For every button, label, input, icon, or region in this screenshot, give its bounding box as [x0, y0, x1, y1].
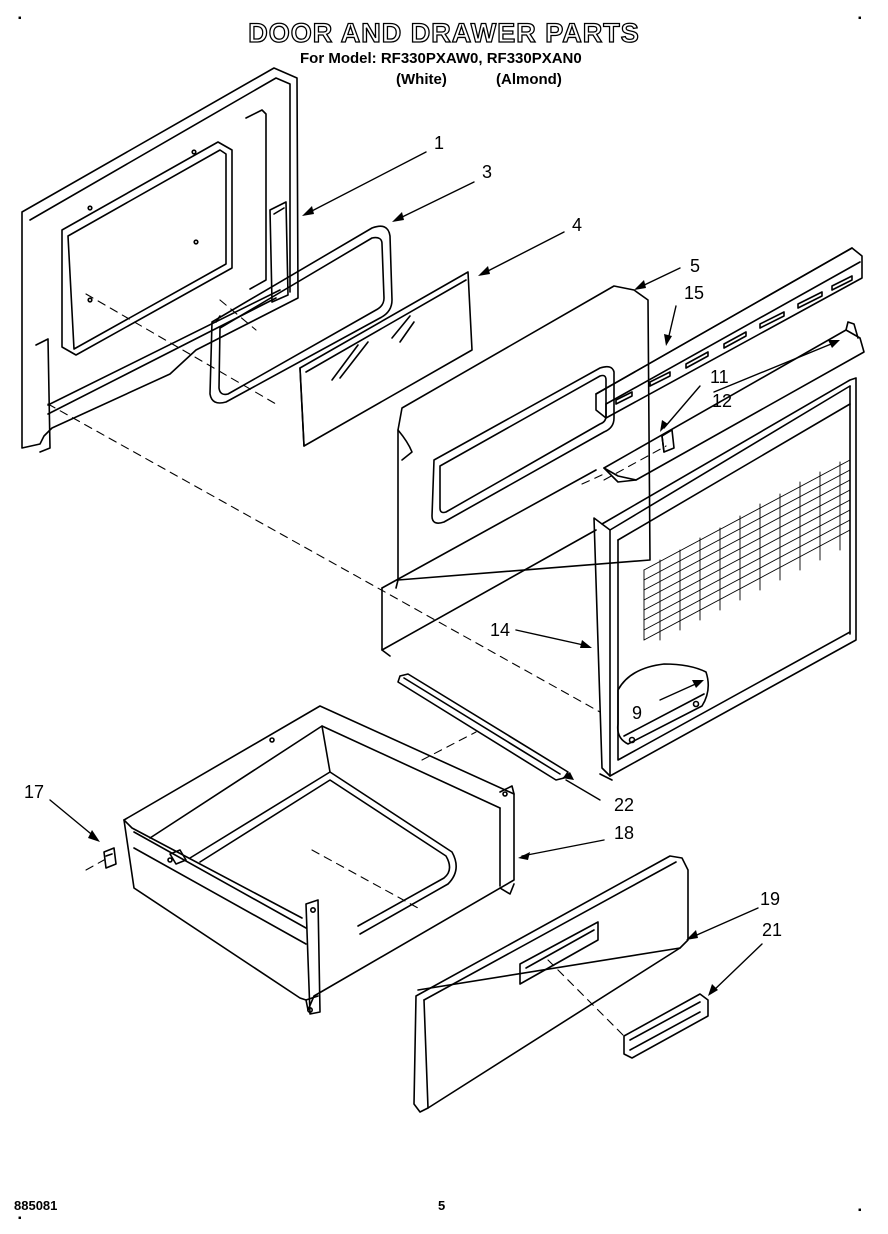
mesh-window	[643, 459, 851, 641]
variant-white: (White)	[396, 71, 447, 88]
inner-door-liner	[381, 285, 651, 657]
door-glass	[299, 271, 473, 447]
page-title: DOOR AND DRAWER PARTS	[248, 17, 640, 48]
callout-17: 17	[24, 782, 45, 802]
callout-5: 5	[690, 256, 701, 276]
outer-door-panel	[21, 67, 299, 453]
drawer-slide-rail	[397, 673, 569, 781]
drawer-stop	[103, 847, 117, 869]
variant-almond: (Almond)	[496, 71, 562, 88]
arrowheads	[88, 206, 840, 996]
callout-11: 11	[710, 367, 729, 387]
leader-lines	[49, 151, 837, 993]
callout-15: 15	[684, 283, 705, 303]
clip	[661, 429, 675, 453]
corner-mark-top-left: ▪	[18, 13, 22, 24]
callout-19: 19	[760, 889, 781, 909]
callout-3: 3	[482, 162, 493, 182]
door-gasket	[209, 225, 393, 404]
callout-9: 9	[632, 703, 643, 723]
callout-12: 12	[712, 391, 733, 411]
drawer-body	[123, 705, 515, 1015]
drawer-front	[413, 855, 689, 1113]
document-id: 885081	[14, 1198, 58, 1213]
inner-door-panel	[593, 377, 857, 781]
corner-mark-bottom-left: ▪	[18, 1213, 22, 1224]
callout-21: 21	[762, 920, 783, 940]
page-number: 5	[438, 1198, 446, 1213]
corner-mark-top-right: ▪	[858, 13, 862, 24]
callout-18: 18	[614, 823, 635, 843]
heat-deflector	[616, 663, 710, 745]
callout-14: 14	[490, 620, 511, 640]
top-channel	[603, 321, 865, 483]
callout-4: 4	[572, 215, 583, 235]
corner-mark-bottom-right: ▪	[858, 1205, 862, 1216]
callout-1: 1	[434, 133, 445, 153]
assembly-lines	[47, 293, 667, 1037]
vent-trim	[595, 247, 863, 419]
drawer-handle	[623, 993, 709, 1059]
model-line: For Model: RF330PXAW0, RF330PXAN0	[300, 50, 582, 67]
callout-22: 22	[614, 795, 635, 815]
